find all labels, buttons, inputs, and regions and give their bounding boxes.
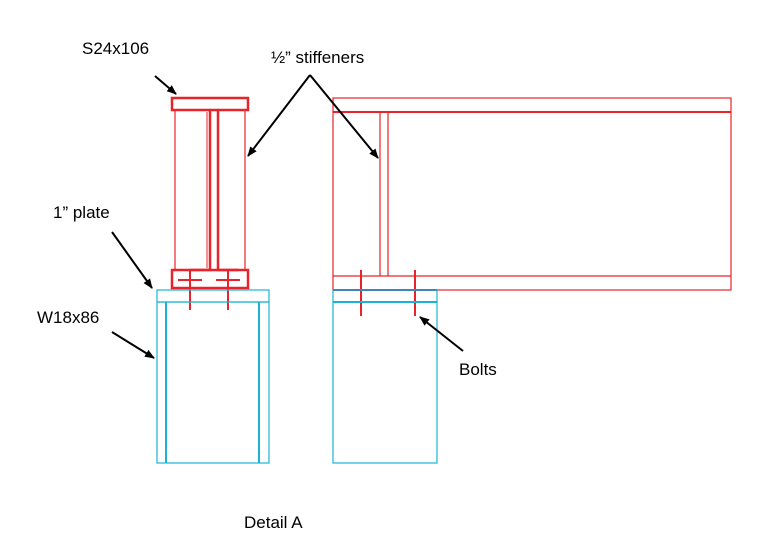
arrow-stiffener-left [247,74,311,157]
s24-bottom-flange [170,268,250,290]
s24-top-flange [170,96,250,112]
w18-section [156,289,270,464]
s24-section [170,96,250,310]
w18-outline [156,301,270,464]
label-plate: 1” plate [53,203,110,222]
plate-left [156,289,270,303]
label-stiffeners: ½” stiffeners [271,48,364,67]
arrow-stiffener-right [309,74,379,159]
arrow-bolts [419,316,464,352]
beam-outline [332,97,732,291]
leader-arrows [111,74,464,359]
w18-elevation-outline [332,301,438,464]
label-s24x106: S24x106 [82,39,149,58]
arrow-plate [111,231,153,289]
w18-elevation [332,289,438,464]
plate-right [332,289,438,303]
arrow-s24 [154,75,177,95]
label-bolts: Bolts [459,360,497,379]
arrow-w18 [111,331,155,359]
caption-detail-a: Detail A [244,513,303,532]
s24-web-right [216,110,238,272]
s24-elevation [332,97,732,316]
label-w18x86: W18x86 [37,308,99,327]
